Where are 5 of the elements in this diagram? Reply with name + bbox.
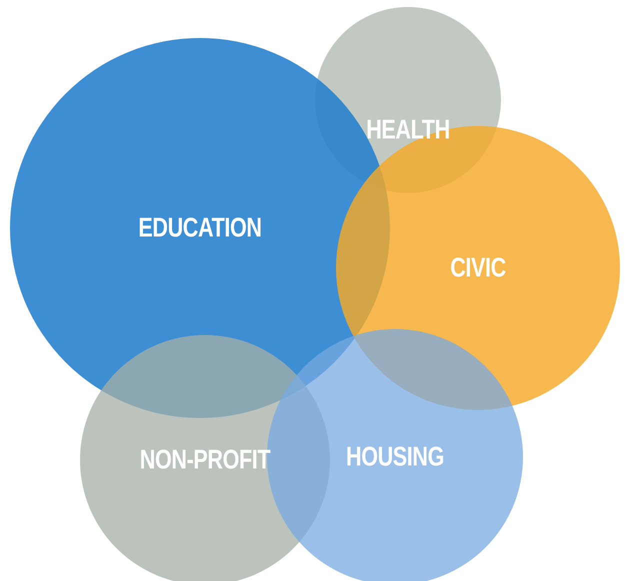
category-label: EDUCATION [138, 212, 262, 244]
category-label: CIVIC [450, 252, 506, 284]
category-label: HOUSING [346, 442, 444, 472]
category-label: NON-PROFIT [140, 444, 270, 476]
category-label: HEALTH [366, 114, 450, 146]
